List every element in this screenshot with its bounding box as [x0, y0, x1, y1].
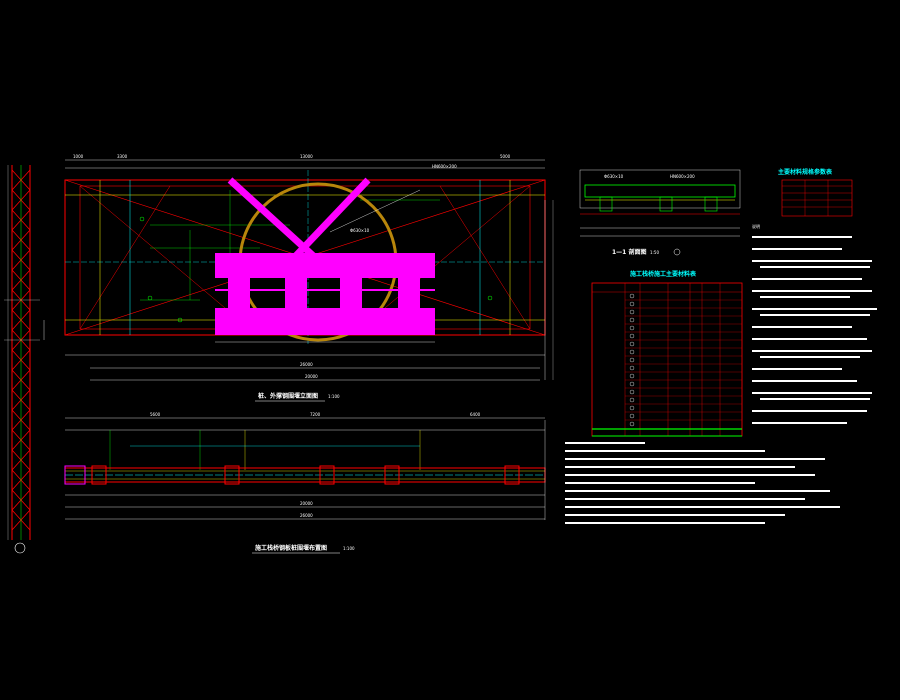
section-dim-s3: 6400: [470, 412, 481, 417]
section-1-1-view: Φ630×10 HN600×200 1—1 剖面图 1:50: [579, 169, 741, 256]
qty-table-rows: [625, 299, 742, 421]
left-elevation-tower: [4, 165, 45, 554]
section-view-scale: 1:100: [343, 546, 355, 551]
plan-pipe-label: Φ630×10: [350, 228, 370, 233]
qty-table-title: 施工栈桥施工主要材料表: [630, 270, 697, 278]
plan-view: 3300 13000 5000 1000: [64, 154, 554, 402]
dim-side-text: 1000: [73, 154, 84, 159]
plan-dim-total: 26000: [300, 362, 313, 367]
notes-bottom: [565, 442, 840, 524]
plan-view-scale: 1:100: [328, 394, 340, 399]
section-dim-total: 26000: [300, 513, 313, 518]
notes-heading: 说明: [752, 223, 760, 229]
param-table-title: 主要材料规格参数表: [778, 168, 833, 176]
plan-view-title: 桩、外撑钢围堰立面图: [258, 392, 318, 400]
section11-scale: 1:50: [650, 250, 659, 255]
section-marker-circle: [14, 542, 26, 554]
dim-right-text: 5000: [500, 154, 511, 159]
section-dim-s1: 5600: [150, 412, 161, 417]
section11-title: 1—1 剖面图: [612, 248, 646, 256]
section-dim-s2: 7200: [310, 412, 321, 417]
notes-right: 说明: [752, 223, 877, 424]
param-table: 主要材料规格参数表: [778, 168, 853, 217]
notes-lines: [752, 236, 877, 424]
section-view: 5600 7200 6400 20000 26000 施工栈桥钢板桩围堰布置图 …: [64, 412, 546, 554]
section11-pipe-label: Φ630×10: [604, 174, 624, 179]
section-dim-span: 20000: [300, 501, 313, 506]
qty-table-number-marks: [629, 293, 635, 427]
plan-dim-half: 20000: [305, 374, 318, 379]
section-view-title: 施工栈桥钢板桩围堰布置图: [255, 544, 327, 552]
section11-hbeam-label: HN600×200: [670, 174, 695, 179]
dim-mid-text: 13000: [300, 154, 313, 159]
dim-left-text: 3300: [117, 154, 128, 159]
plan-hbeam-label: HN600×200: [432, 164, 457, 169]
quantity-table: 施工栈桥施工主要材料表: [591, 270, 743, 437]
